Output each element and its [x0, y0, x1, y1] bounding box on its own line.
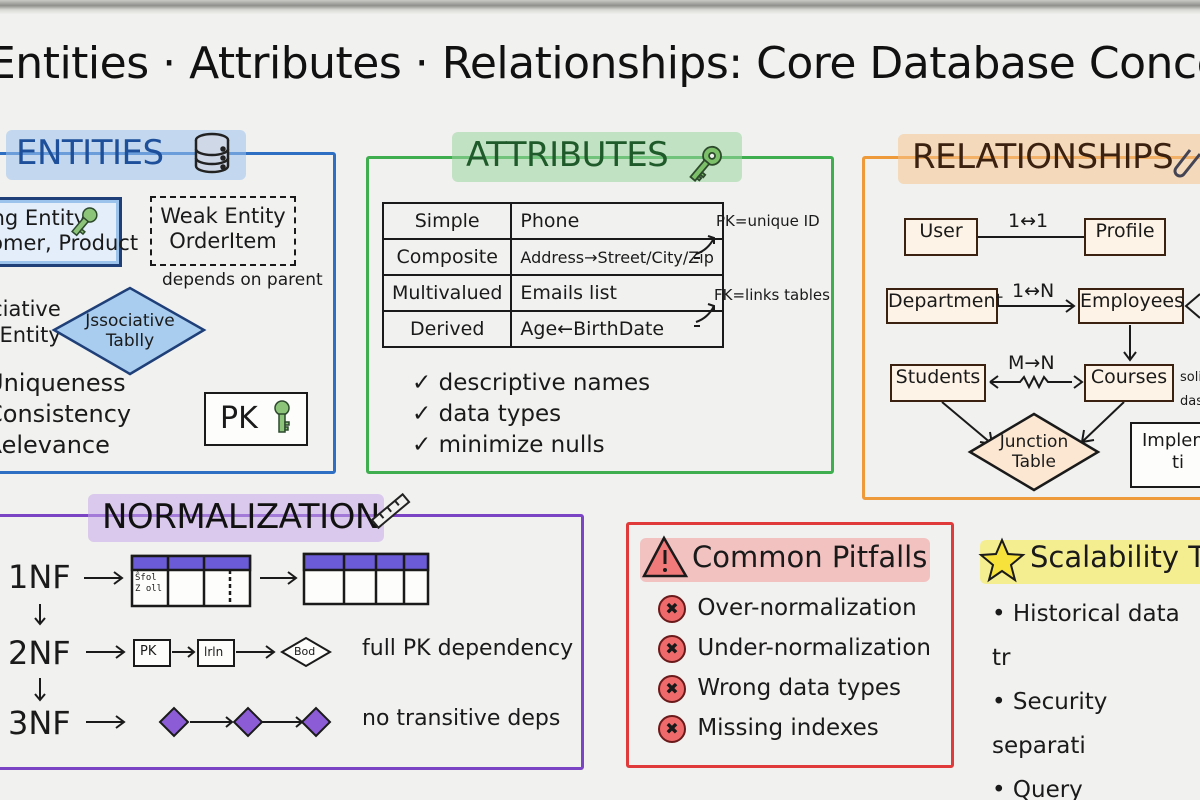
- associative-diamond-label: Jssociative Tablly: [85, 311, 175, 351]
- entities-heading: ENTITIES: [16, 133, 164, 173]
- nf3-description: no transitive deps: [362, 706, 561, 731]
- whiteboard-frame: [0, 0, 1200, 14]
- pk-note: PK=unique ID: [716, 212, 820, 230]
- entity-principles: Uniqueness Consistency Relevance: [0, 368, 131, 461]
- table-row: Composite Address→Street/City/Zip: [381, 238, 724, 276]
- nf1-cell-text: Ŝfol Z oll: [135, 573, 163, 594]
- level-2nf: 2NF: [8, 634, 71, 672]
- checklist-item: ✓ minimize nulls: [412, 432, 605, 458]
- pitfalls-highlight: [640, 538, 930, 582]
- associative-entity-label: Associative Entity: [0, 297, 61, 347]
- level-1nf: 1NF: [8, 558, 71, 596]
- node-students: Students: [890, 364, 986, 402]
- attribute-example: Emails list: [510, 274, 724, 312]
- strong-entity-title: Strong Entity: [0, 206, 87, 230]
- attribute-type: Simple: [381, 202, 513, 240]
- cardinality-one-to-one: 1↔1: [1008, 210, 1049, 232]
- scalability-heading: Scalability T: [1030, 540, 1200, 574]
- node-junction-table: Junction Table: [999, 432, 1069, 472]
- checklist-item: ✓ data types: [412, 401, 562, 427]
- node-courses: Courses: [1084, 364, 1174, 402]
- nf2-description: full PK dependency: [362, 636, 574, 661]
- relationships-highlight: [898, 134, 1200, 184]
- attribute-types-table: Simple Phone Composite Address→Street/Ci…: [381, 202, 724, 348]
- level-3nf: 3NF: [8, 704, 71, 742]
- pitfall-item: ✖ Wrong data types: [658, 668, 931, 708]
- attributes-heading: ATTRIBUTES: [466, 135, 669, 175]
- nf2-box-middle: lrln: [204, 645, 224, 659]
- weak-entity-title: Weak Entity: [160, 204, 286, 228]
- x-circle-icon: ✖: [658, 634, 686, 663]
- pk-badge: PK: [204, 392, 308, 446]
- pitfalls-heading: Common Pitfalls: [692, 540, 928, 574]
- attribute-example: Age←BirthDate: [510, 310, 724, 348]
- strong-entity-examples: Customer, Product: [0, 231, 139, 256]
- weak-entity-note: depends on parent: [162, 270, 323, 290]
- node-profile: Profile: [1084, 218, 1166, 256]
- normalization-highlight: [88, 494, 384, 542]
- table-row: Multivalued Emails list: [381, 274, 724, 312]
- node-implementation: Implem ti: [1130, 422, 1200, 488]
- fk-note: FK=links tables: [714, 286, 830, 304]
- strong-entity-box: Strong Entity Customer, Product: [0, 197, 139, 267]
- scalability-list: • Historical data tr • Security separati…: [992, 592, 1200, 800]
- node-employees: Employees: [1078, 288, 1184, 324]
- pitfall-item: ✖ Over-normalization: [658, 588, 931, 628]
- side-note: soli das: [1180, 370, 1200, 409]
- normalization-heading: NORMALIZATION: [102, 497, 380, 537]
- attribute-checklist: ✓ descriptive names ✓ data types ✓ minim…: [412, 368, 650, 461]
- x-circle-icon: ✖: [658, 674, 686, 703]
- checklist-item: ✓ descriptive names: [412, 370, 651, 396]
- node-department: Department: [886, 288, 1003, 324]
- principle-relevance: Relevance: [0, 431, 110, 459]
- cardinality-one-to-many: 1↔N: [1012, 280, 1055, 302]
- page-title: Entities · Attributes · Relationships: C…: [0, 38, 1200, 89]
- weak-entity-box: Weak Entity OrderItem: [150, 196, 296, 266]
- pitfall-item: ✖ Under-normalization: [658, 628, 931, 668]
- node-user: User: [904, 218, 978, 256]
- attribute-type: Composite: [381, 238, 513, 276]
- table-row: Derived Age←BirthDate: [381, 310, 724, 348]
- weak-entity-example: OrderItem: [169, 229, 277, 254]
- attribute-example: Address→Street/City/Zip: [510, 238, 724, 276]
- principle-uniqueness: Uniqueness: [0, 369, 126, 397]
- principle-consistency: Consistency: [0, 400, 132, 428]
- x-circle-icon: ✖: [658, 594, 686, 623]
- scalability-item: • Security separati: [992, 689, 1108, 759]
- relationships-heading: RELATIONSHIPS: [912, 137, 1174, 177]
- scalability-item: • Historical data tr: [992, 601, 1180, 671]
- nf2-box-pk: PK: [140, 644, 157, 659]
- scalability-item: • Query optimizatio: [992, 777, 1083, 800]
- table-row: Simple Phone: [381, 202, 724, 240]
- pitfalls-border: [626, 522, 954, 768]
- nf2-diamond-label: Bod: [294, 645, 316, 658]
- x-circle-icon: ✖: [658, 714, 686, 743]
- pitfall-item: ✖ Missing indexes: [658, 708, 931, 748]
- attribute-example: Phone: [510, 202, 724, 240]
- cardinality-many-to-many: M→N: [1008, 352, 1055, 374]
- pitfalls-list: ✖ Over-normalization ✖ Under-normalizati…: [658, 588, 931, 748]
- attribute-type: Multivalued: [381, 274, 513, 312]
- attribute-type: Derived: [381, 310, 513, 348]
